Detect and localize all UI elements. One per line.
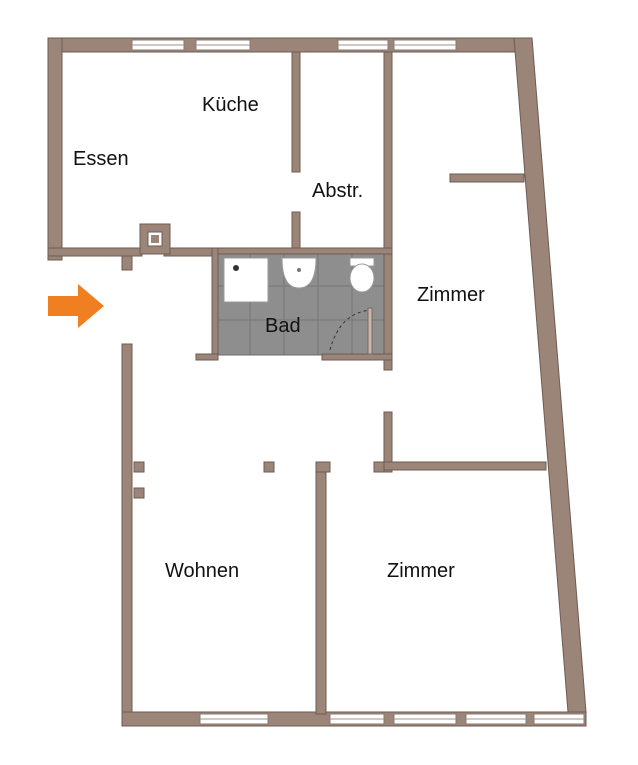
chimney-icon xyxy=(139,223,171,255)
room-label-kitchen: Küche xyxy=(202,94,259,116)
room-label-storage: Abstr. xyxy=(312,180,364,202)
inner-walls xyxy=(47,51,547,715)
entrance-arrow-icon xyxy=(48,284,104,328)
windows-bottom xyxy=(199,713,585,725)
room-label-dining: Essen xyxy=(73,148,129,170)
bathroom-door-swing xyxy=(329,307,373,355)
room-label-room-upper: Zimmer xyxy=(417,284,485,306)
room-label-room-lower: Zimmer xyxy=(387,560,455,582)
room-label-living: Wohnen xyxy=(165,560,240,582)
windows-top xyxy=(131,39,457,51)
room-label-bathroom: Bad xyxy=(265,315,301,337)
toilet-icon xyxy=(349,257,375,293)
sink-icon xyxy=(281,257,317,289)
shower-tray-icon xyxy=(223,257,269,303)
